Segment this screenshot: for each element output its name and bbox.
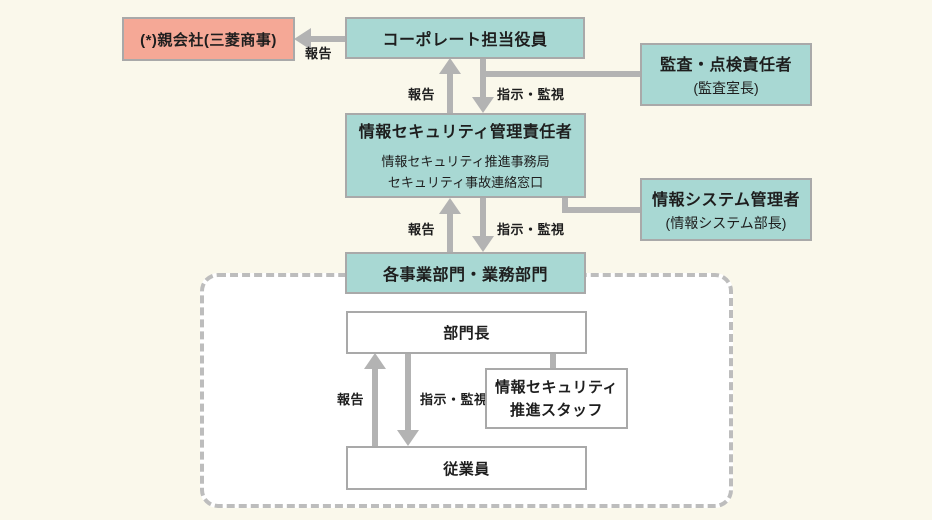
connector-direct-top: [480, 58, 486, 98]
arrowhead-left-icon: [294, 28, 311, 50]
arrowhead-up-icon: [439, 58, 461, 74]
infosec-manager-note2: セキュリティ事故連絡窓口: [387, 175, 544, 190]
edge-label-report-mid: 報告: [408, 222, 436, 237]
employees-label: 従業員: [443, 460, 490, 478]
audit-manager-subtitle: (監査室長): [693, 80, 759, 96]
connector-staff: [550, 353, 556, 369]
edge-label-report-bottom: 報告: [337, 392, 365, 407]
arrowhead-down-icon: [472, 97, 494, 113]
business-divisions-label: 各事業部門・業務部門: [382, 267, 548, 284]
node-infosys-manager: 情報システム管理者 (情報システム部長): [640, 178, 812, 241]
security-staff-line2: 推進スタッフ: [509, 401, 603, 419]
edge-label-direct-top: 指示・監視: [497, 87, 565, 102]
node-infosec-manager: 情報セキュリティ管理責任者 情報セキュリティ推進事務局 セキュリティ事故連絡窓口: [345, 113, 586, 198]
edge-label-direct-bottom: 指示・監視: [420, 392, 488, 407]
arrowhead-up-icon: [439, 198, 461, 214]
node-audit-manager: 監査・点検責任者 (監査室長): [640, 43, 812, 106]
audit-manager-title: 監査・点検責任者: [659, 57, 792, 74]
infosys-manager-title: 情報システム管理者: [651, 192, 801, 209]
connector-audit-branch: [483, 71, 640, 77]
edge-label-report-top: 報告: [408, 87, 436, 102]
infosys-manager-subtitle: (情報システム部長): [665, 215, 787, 231]
edge-label-report-parent: 報告: [305, 46, 333, 61]
security-staff-line1: 情報セキュリティ: [494, 378, 619, 396]
connector-infosys-vertical: [562, 198, 568, 213]
arrowhead-up-icon: [364, 353, 386, 369]
connector-direct-mid: [480, 198, 486, 237]
connector-report-top: [447, 72, 453, 113]
node-employees: 従業員: [346, 446, 587, 490]
connector-report-mid: [447, 212, 453, 252]
connector-report-parent: [311, 36, 345, 42]
node-security-staff: 情報セキュリティ 推進スタッフ: [485, 368, 628, 429]
department-head-label: 部門長: [443, 325, 490, 342]
node-business-divisions: 各事業部門・業務部門: [345, 252, 586, 294]
edge-label-direct-mid: 指示・監視: [497, 222, 565, 237]
connector-report-bottom: [372, 368, 378, 446]
arrowhead-down-icon: [397, 430, 419, 446]
node-corporate-officer: コーポレート担当役員: [345, 17, 585, 59]
node-department-head: 部門長: [346, 311, 587, 354]
connector-infosys-horizontal: [562, 207, 640, 213]
arrowhead-down-icon: [472, 236, 494, 252]
parent-company-label: (*)親会社(三菱商事): [140, 31, 277, 49]
corporate-officer-label: コーポレート担当役員: [382, 32, 548, 49]
infosec-manager-title: 情報セキュリティ管理責任者: [358, 124, 573, 141]
infosec-manager-note1: 情報セキュリティ推進事務局: [381, 154, 550, 169]
node-parent-company: (*)親会社(三菱商事): [122, 17, 295, 61]
connector-direct-bottom: [405, 353, 411, 431]
